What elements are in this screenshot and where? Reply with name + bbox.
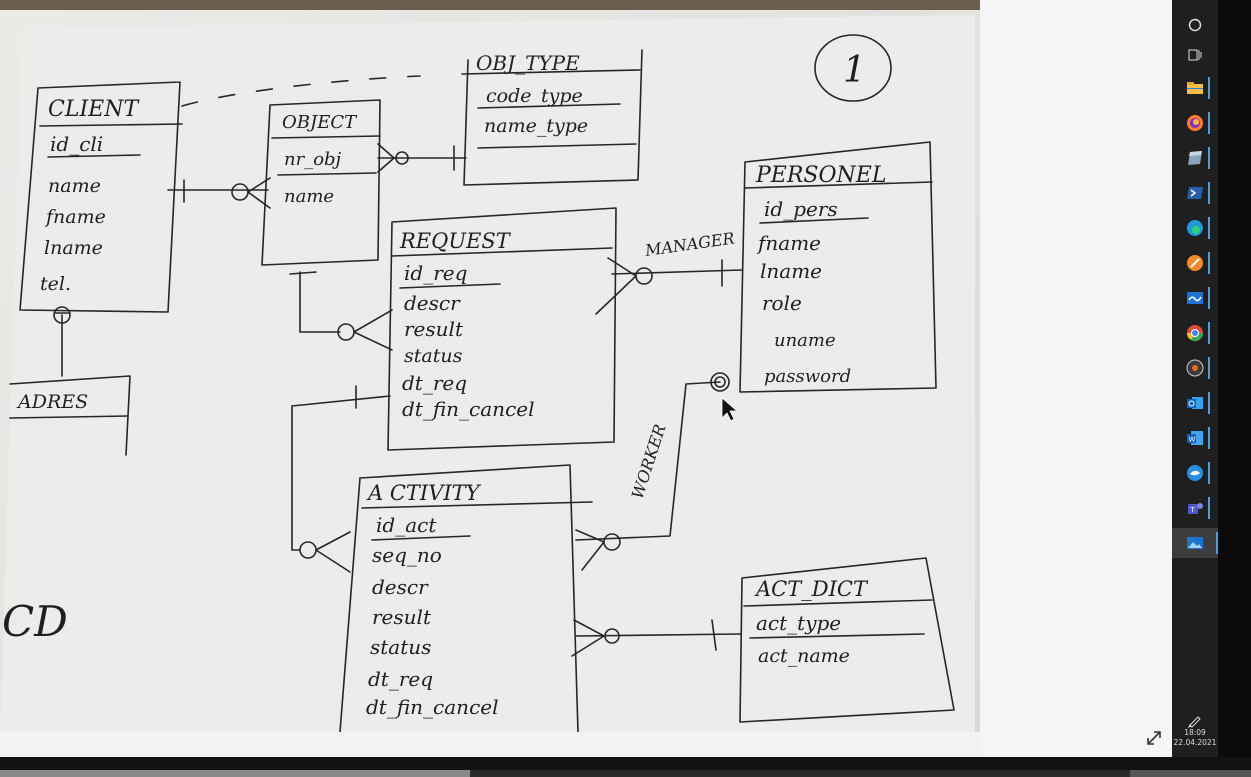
clock-date: 22.04.2021: [1173, 738, 1217, 747]
entity-personel: PERSONEL id_pers fname lname role uname …: [739, 141, 937, 393]
client-field: id_cli: [50, 132, 103, 156]
draw-app-icon[interactable]: [1180, 248, 1210, 278]
object-field: name: [284, 186, 334, 207]
er-diagram: 1 CLIENT id_cli name fname lname tel. AD…: [0, 15, 975, 732]
request-field: result: [404, 317, 464, 341]
request-field: dt_req: [402, 371, 467, 395]
personel-field: role: [762, 291, 802, 315]
entity-activity: A CTIVITY id_act seq_no descr result sta…: [339, 464, 593, 732]
entity-adres: ADRES: [9, 306, 131, 456]
activity-field: seq_no: [372, 543, 442, 567]
entity-client: CLIENT id_cli name fname lname tel.: [19, 81, 183, 313]
teams-icon[interactable]: T: [1180, 493, 1210, 523]
entity-object: OBJECT nr_obj name: [261, 99, 381, 266]
client-field: fname: [44, 206, 106, 228]
entity-client-title: CLIENT: [48, 97, 140, 122]
request-field: id_req: [404, 261, 467, 285]
entity-adres-title: ADRES: [16, 391, 88, 413]
entity-obj-type-title: OBJ_TYPE: [476, 51, 580, 75]
request-field: status: [404, 345, 463, 367]
personel-field: fname: [756, 231, 821, 255]
page-number: 1: [843, 50, 866, 91]
activity-field: status: [370, 635, 431, 659]
svg-text:T: T: [1190, 506, 1196, 514]
entity-request: REQUEST id_req descr result status dt_re…: [387, 207, 617, 451]
circle-icon[interactable]: [1180, 10, 1210, 40]
obj-type-field: name_type: [484, 115, 588, 137]
activity-field: dt_fin_cancel: [366, 695, 499, 719]
taskbar: W T: [1172, 0, 1218, 757]
outlook-icon[interactable]: [1180, 388, 1210, 418]
bottom-bar-segment: [1130, 770, 1251, 777]
pen-icon[interactable]: [1187, 712, 1203, 729]
powershell-icon[interactable]: [1180, 178, 1210, 208]
mouse-cursor-icon: [721, 397, 739, 422]
obj-type-field: code_type: [486, 85, 583, 107]
entity-activity-title: A CTIVITY: [366, 481, 482, 505]
entity-object-title: OBJECT: [282, 112, 358, 133]
app-bird-icon[interactable]: [1180, 458, 1210, 488]
page-number-circle: [814, 34, 892, 102]
diagram-photo: 1 CLIENT id_cli name fname lname tel. AD…: [0, 10, 980, 732]
personel-field: password: [764, 366, 851, 387]
activity-field: descr: [372, 575, 429, 599]
expand-icon[interactable]: [1144, 728, 1164, 748]
remote-app-icon[interactable]: [1180, 283, 1210, 313]
entity-personel-title: PERSONEL: [755, 163, 886, 188]
bottom-bar-segment: [0, 770, 470, 777]
firefox-icon[interactable]: [1180, 108, 1210, 138]
photos-icon[interactable]: [1172, 528, 1218, 558]
media-icon[interactable]: [1180, 353, 1210, 383]
taskbar-clock[interactable]: 18:09 22.04.2021: [1172, 728, 1218, 748]
chrome-icon[interactable]: [1180, 318, 1210, 348]
request-field: dt_fin_cancel: [402, 397, 535, 421]
svg-text:W: W: [1189, 436, 1196, 444]
corner-label-cd: CD: [2, 597, 68, 646]
word-icon[interactable]: W: [1180, 423, 1210, 453]
screen-edge: [1218, 0, 1251, 757]
entity-obj-type: OBJ_TYPE code_type name_type: [461, 49, 643, 186]
personel-field: uname: [774, 330, 836, 351]
file-explorer-icon[interactable]: [1180, 73, 1210, 103]
personel-field: lname: [760, 259, 822, 283]
bottom-bar-segment: [470, 770, 1130, 777]
task-view-icon[interactable]: [1180, 40, 1210, 70]
entity-request-title: REQUEST: [399, 229, 512, 253]
clock-time: 18:09: [1184, 728, 1206, 737]
request-field: descr: [404, 291, 461, 315]
client-field: name: [48, 175, 101, 197]
virtualbox-icon[interactable]: [1180, 143, 1210, 173]
activity-field: dt_req: [368, 667, 433, 691]
viewer-background: [980, 0, 1172, 757]
paper-sheet: [0, 15, 975, 732]
entity-act-dict: ACT_DICT act_type act_name: [739, 557, 955, 723]
act-dict-field: act_name: [758, 645, 850, 667]
act-dict-field: act_type: [756, 611, 841, 635]
edge-icon[interactable]: [1180, 213, 1210, 243]
client-field: tel.: [40, 273, 71, 295]
entity-act-dict-title: ACT_DICT: [754, 577, 869, 601]
client-field: lname: [44, 237, 103, 259]
activity-field: id_act: [376, 513, 437, 537]
object-field: nr_obj: [284, 149, 342, 170]
photo-top-edge: [0, 0, 980, 12]
activity-field: result: [372, 605, 432, 629]
personel-field: id_pers: [764, 197, 838, 221]
